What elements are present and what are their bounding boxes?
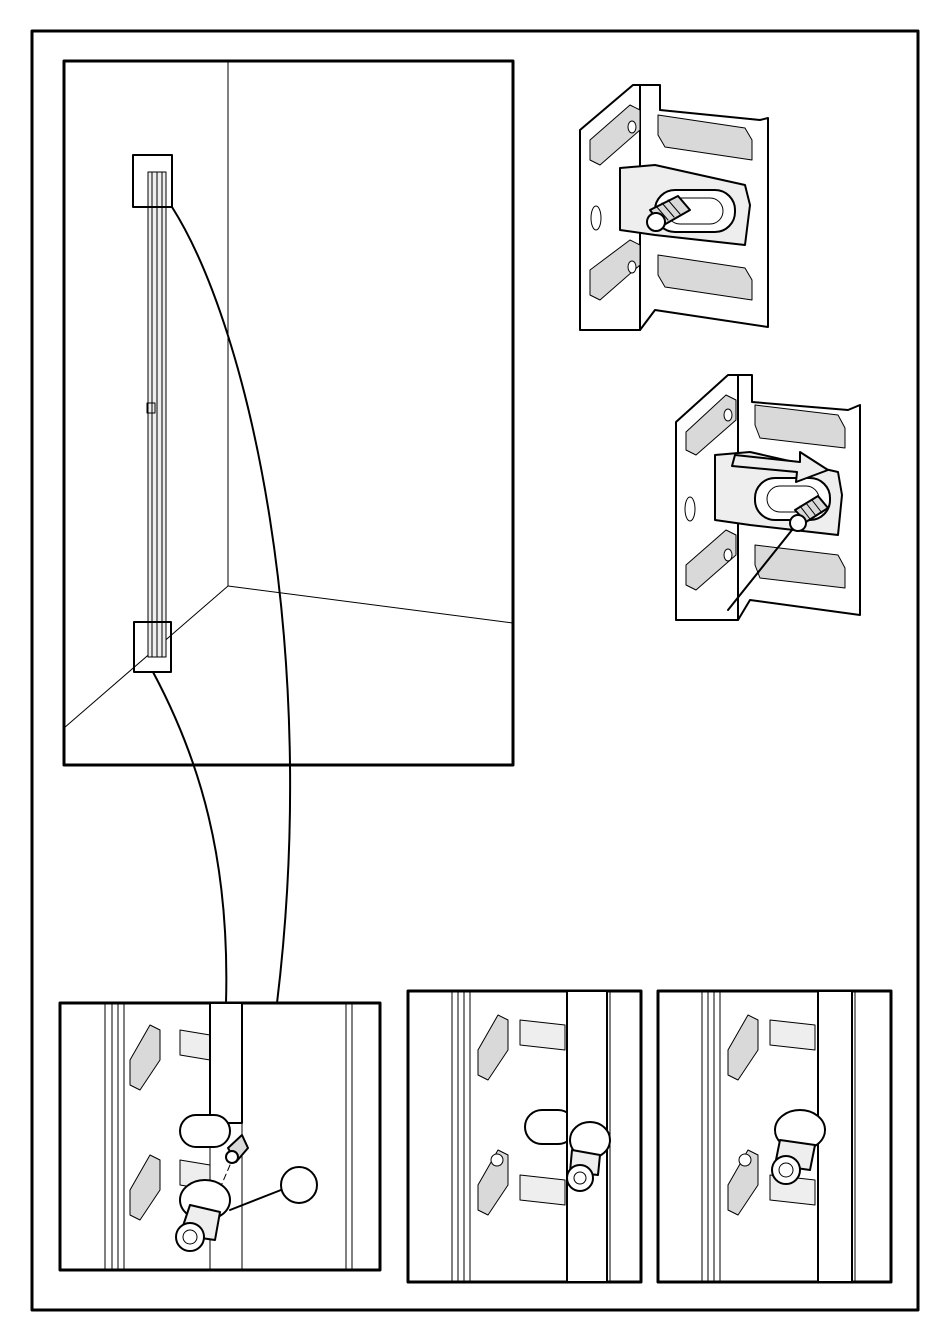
leader-curve-bottom xyxy=(153,672,226,1003)
bracket-screw-slide xyxy=(676,375,860,620)
wall-rail xyxy=(147,172,166,657)
detail-seated-panel xyxy=(408,991,641,1282)
callout-circle xyxy=(281,1167,317,1203)
room-overview-panel xyxy=(64,61,513,765)
detail-insert-panel xyxy=(60,1003,380,1270)
detail-locked-panel xyxy=(658,991,891,1282)
bracket-screw-loose xyxy=(580,85,768,330)
leader-curve-top xyxy=(172,207,290,1003)
